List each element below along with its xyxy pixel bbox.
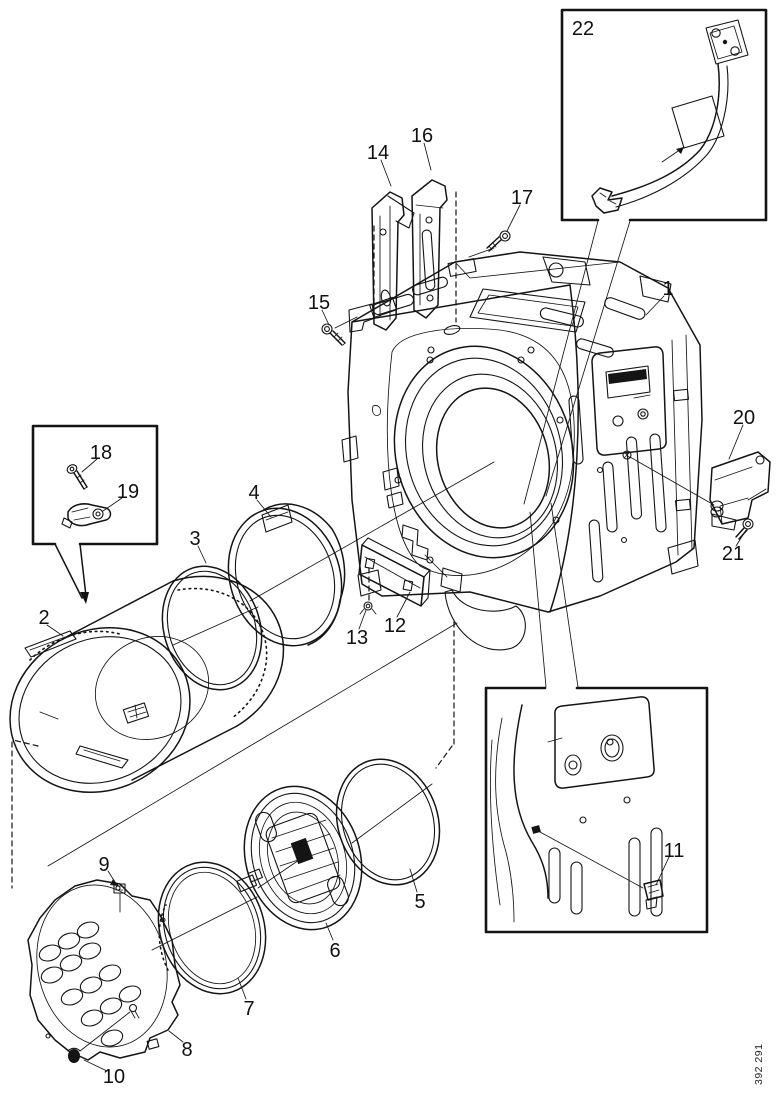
plug-10 bbox=[67, 1003, 140, 1063]
callout-20: 20 bbox=[733, 407, 755, 429]
callout-17: 17 bbox=[511, 187, 533, 209]
rear-panel-8 bbox=[27, 879, 181, 1061]
callout-leaders bbox=[46, 142, 747, 1072]
tub-cabinet-1 bbox=[341, 251, 715, 651]
callout-10: 10 bbox=[103, 1066, 125, 1088]
callout-18: 18 bbox=[90, 442, 112, 464]
screw-15 bbox=[321, 316, 358, 346]
inset-detail-box-22 bbox=[560, 8, 768, 222]
callout-5: 5 bbox=[414, 891, 425, 913]
callout-labels: 1 2 3 4 5 6 7 8 9 10 11 12 13 14 15 16 1… bbox=[38, 18, 755, 1088]
callout-19: 19 bbox=[117, 481, 139, 503]
callout-8: 8 bbox=[181, 1039, 192, 1061]
callout-14: 14 bbox=[367, 142, 389, 164]
callout-15: 15 bbox=[308, 292, 330, 314]
screw-17 bbox=[468, 230, 511, 258]
callout-11: 11 bbox=[664, 840, 685, 862]
callout-2: 2 bbox=[38, 607, 49, 629]
clip-9 bbox=[113, 883, 126, 913]
callout-21: 21 bbox=[722, 543, 744, 565]
panel-holes bbox=[38, 921, 142, 1047]
callout-13: 13 bbox=[346, 627, 368, 649]
inset-detail-box-11 bbox=[484, 686, 709, 934]
callout-6: 6 bbox=[329, 940, 340, 962]
detail-pointer-lines bbox=[523, 220, 631, 688]
clamp-ring-7 bbox=[157, 861, 267, 995]
bracket-20 bbox=[709, 451, 771, 531]
screw-18 bbox=[66, 464, 88, 490]
axis-lines bbox=[11, 461, 495, 951]
callout-9: 9 bbox=[98, 854, 109, 876]
rail-12 bbox=[358, 524, 463, 607]
part-22-strap bbox=[591, 19, 749, 214]
callout-12: 12 bbox=[384, 615, 406, 637]
screw-21 bbox=[735, 518, 754, 540]
doc-number: 392 291 bbox=[753, 1044, 765, 1085]
callout-1: 1 bbox=[662, 278, 673, 300]
inset-detail-box-18-19 bbox=[31, 424, 159, 604]
bracket-16 bbox=[411, 179, 448, 319]
seal-ring-3 bbox=[161, 565, 263, 691]
front-ring-4 bbox=[227, 503, 346, 647]
drum-2 bbox=[9, 575, 285, 794]
bracket-14 bbox=[371, 191, 415, 331]
screw-13 bbox=[359, 601, 377, 615]
callout-4: 4 bbox=[248, 482, 259, 504]
clamp-19 bbox=[61, 503, 112, 529]
callout-7: 7 bbox=[243, 998, 254, 1020]
callout-16: 16 bbox=[411, 125, 433, 147]
clip-11 bbox=[643, 879, 664, 910]
callout-22: 22 bbox=[572, 18, 594, 40]
callout-3: 3 bbox=[189, 528, 200, 550]
